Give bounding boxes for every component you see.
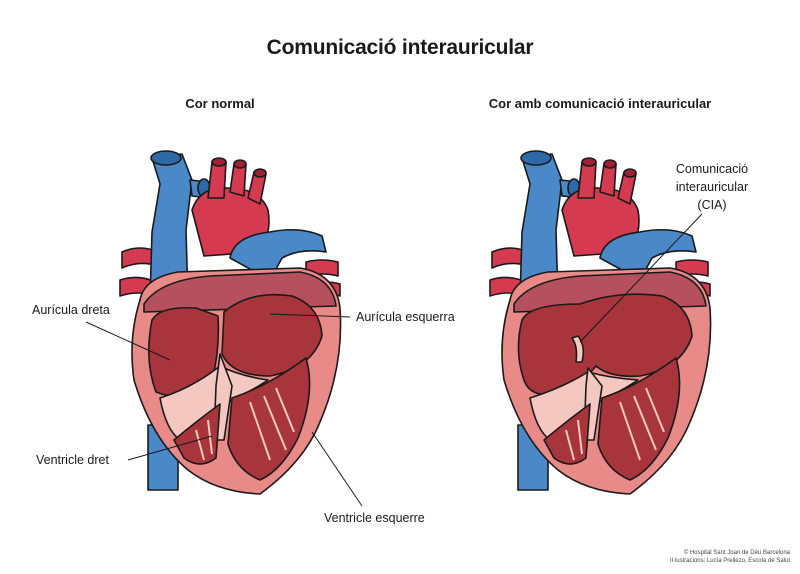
leader-ventricle-dret: [127, 435, 213, 461]
label-auricula-dreta: Aurícula dreta: [32, 303, 110, 317]
pulmonary-artery: [229, 228, 327, 281]
panel-title-asd-heart: Cor amb comunicació interauricular: [488, 96, 712, 111]
left-ventricle-chamber: [597, 357, 681, 481]
label-cia-line3: (CIA): [697, 198, 727, 212]
asd-heart-illustration: [489, 150, 712, 495]
leader-cia: [579, 213, 703, 343]
label-cia-line2: interauricular: [675, 180, 749, 194]
leader-auricula-esquerra: [269, 313, 351, 318]
normal-heart-illustration: [119, 150, 342, 495]
panel-title-normal-heart: Cor normal: [185, 96, 255, 111]
copyright-credit: © Hospital Sant Joan de Déu Barcelona: [683, 550, 790, 556]
left-ventricle-chamber: [227, 357, 311, 481]
label-auricula-esquerra: Aurícula esquerra: [356, 310, 455, 324]
leader-auricula-dreta: [85, 321, 171, 361]
page-title: Comunicació interauricular: [266, 36, 534, 59]
merged-atria-chamber: [517, 293, 693, 396]
label-ventricle-esquerre: Ventricle esquerre: [324, 511, 425, 525]
illustration-credit: Il·lustracions: Lucía Prellezo, Escola d…: [669, 558, 790, 564]
label-cia: Comunicació interauricular (CIA): [662, 160, 762, 214]
label-ventricle-dret: Ventricle dret: [36, 453, 109, 467]
label-cia-line1: Comunicació: [675, 162, 749, 176]
leader-ventricle-esquerre: [311, 431, 363, 507]
septal-defect: [571, 335, 585, 363]
